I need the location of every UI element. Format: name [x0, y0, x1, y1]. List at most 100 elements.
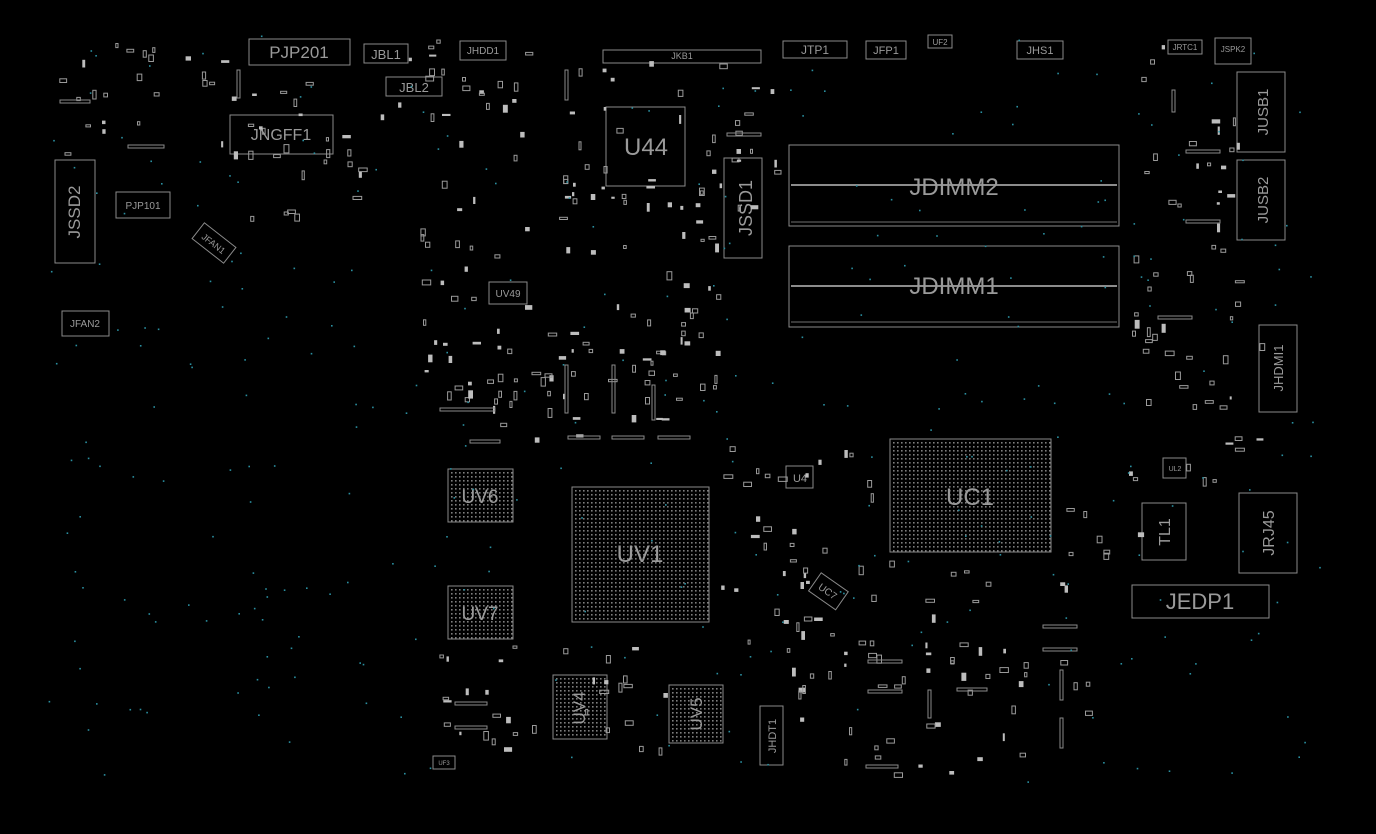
via: [74, 640, 76, 643]
bga-ball: [953, 530, 955, 532]
component-uf3[interactable]: UF3: [432, 755, 456, 770]
via: [876, 234, 879, 237]
component-uv7[interactable]: UV7: [447, 585, 514, 640]
bga-ball: [588, 702, 590, 704]
component-jfan2[interactable]: JFAN2: [61, 310, 110, 337]
bga-ball: [671, 502, 673, 504]
bga-ball: [663, 554, 665, 556]
bga-ball: [699, 562, 701, 564]
component-pjp101[interactable]: PJP101: [115, 191, 171, 219]
bga-ball: [451, 605, 453, 607]
component-jhdt1[interactable]: JHDT1: [759, 705, 784, 766]
component-jrj45[interactable]: JRJ45: [1238, 492, 1298, 574]
bga-ball: [897, 486, 899, 488]
component-uv6[interactable]: UV6: [447, 468, 514, 523]
component-jhdd1[interactable]: JHDD1: [459, 40, 507, 61]
bga-ball: [699, 566, 701, 568]
bga-ball: [1013, 550, 1015, 552]
component-jusb2[interactable]: JUSB2: [1236, 159, 1286, 241]
bga-ball: [639, 558, 641, 560]
component-jkb1[interactable]: JKB1: [602, 49, 762, 64]
bga-ball: [941, 542, 943, 544]
component-jdimm1[interactable]: JDIMM1: [788, 245, 1120, 328]
bga-ball: [687, 558, 689, 560]
component-jrtc1[interactable]: JRTC1: [1167, 39, 1203, 55]
passive-part: [715, 350, 721, 356]
bga-ball: [451, 476, 453, 478]
bga-ball: [1041, 462, 1043, 464]
bga-ball: [953, 506, 955, 508]
bga-ball: [459, 488, 461, 490]
component-u44[interactable]: U44: [605, 106, 686, 187]
bga-ball: [973, 442, 975, 444]
bga-ball: [479, 621, 481, 623]
component-jdimm2[interactable]: JDIMM2: [788, 144, 1120, 227]
bga-ball: [909, 502, 911, 504]
bga-ball: [1041, 482, 1043, 484]
bga-ball: [643, 506, 645, 508]
component-jtp1[interactable]: JTP1: [782, 40, 848, 59]
bga-ball: [475, 500, 477, 502]
bga-ball: [1025, 502, 1027, 504]
via: [1023, 398, 1026, 400]
component-jspk2[interactable]: JSPK2: [1214, 37, 1252, 65]
bga-ball: [635, 546, 637, 548]
bga-ball: [463, 492, 465, 494]
bga-ball: [479, 508, 481, 510]
via: [415, 384, 418, 387]
bga-ball: [511, 621, 513, 623]
component-jssd1[interactable]: JSSD1: [723, 157, 763, 259]
component-jbl2[interactable]: JBL2: [385, 76, 443, 97]
component-jedp1[interactable]: JEDP1: [1131, 584, 1270, 619]
component-ul2[interactable]: UL2: [1162, 457, 1187, 479]
component-uf2[interactable]: UF2: [927, 34, 953, 49]
bga-ball: [463, 508, 465, 510]
via: [919, 209, 921, 212]
component-jssd2[interactable]: JSSD2: [54, 159, 96, 264]
bga-ball: [684, 700, 686, 702]
bga-ball: [700, 724, 702, 726]
bga-ball: [707, 598, 709, 600]
component-uv1[interactable]: UV1: [571, 486, 710, 623]
bga-ball: [599, 618, 601, 620]
component-pjp201[interactable]: PJP201: [248, 38, 351, 66]
component-jhs1[interactable]: JHS1: [1016, 40, 1064, 60]
bga-ball: [564, 726, 566, 728]
bga-ball: [695, 550, 697, 552]
bga-ball: [687, 514, 689, 516]
bga-ball: [651, 530, 653, 532]
bga-ball: [687, 538, 689, 540]
bga-ball: [600, 682, 602, 684]
bga-ball: [708, 740, 710, 742]
bga-ball: [483, 589, 485, 591]
bga-ball: [699, 594, 701, 596]
bga-ball: [627, 574, 629, 576]
component-tl1[interactable]: TL1: [1141, 502, 1187, 561]
bga-ball: [993, 522, 995, 524]
component-uc1[interactable]: UC1: [889, 438, 1052, 553]
passive-part: [844, 758, 848, 766]
bga-ball: [993, 534, 995, 536]
bga-ball: [564, 686, 566, 688]
bga-ball: [611, 578, 613, 580]
component-jfp1[interactable]: JFP1: [865, 40, 907, 60]
component-uv49[interactable]: UV49: [488, 281, 528, 305]
bga-ball: [1049, 470, 1051, 472]
passive-part: [868, 652, 877, 659]
bga-ball: [575, 606, 577, 608]
component-uv5[interactable]: UV5: [668, 684, 724, 744]
component-jngff1[interactable]: JNGFF1: [229, 114, 334, 155]
component-jusb1[interactable]: JUSB1: [1236, 71, 1286, 153]
via: [87, 729, 90, 731]
passive-part: [1003, 648, 1006, 654]
component-jbl1[interactable]: JBL1: [363, 43, 409, 64]
bga-ball: [663, 582, 665, 584]
bga-ball: [672, 688, 674, 690]
via: [1096, 73, 1098, 76]
bga-ball: [1037, 470, 1039, 472]
passive-part: [1064, 585, 1068, 593]
bga-ball: [667, 490, 669, 492]
component-jhdmi1[interactable]: JHDMI1: [1258, 324, 1298, 413]
bga-ball: [679, 542, 681, 544]
bga-ball: [921, 470, 923, 472]
